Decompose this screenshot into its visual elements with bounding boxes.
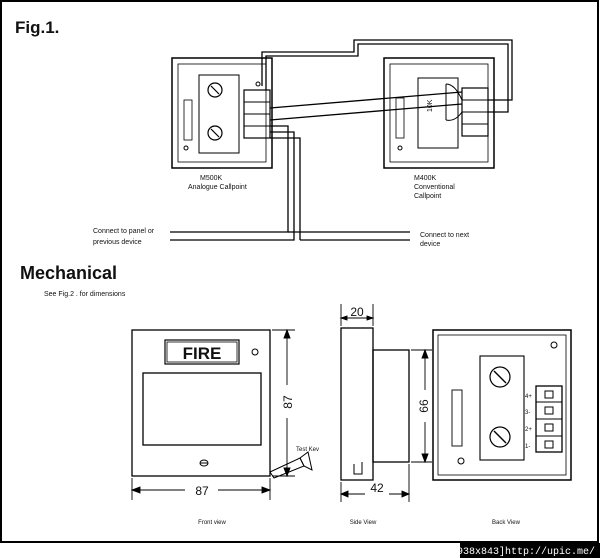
front-view-caption: Front view (198, 520, 226, 526)
watermark-text: [938x843]http://upic.me/ (451, 546, 595, 558)
fire-sign: FIRE (183, 344, 222, 363)
m400k-label-model: M400K (414, 175, 437, 182)
terminal-label-4: 4+ (525, 394, 532, 400)
terminal-label-2: 2+ (525, 427, 532, 433)
rotary-switch-icon (489, 366, 511, 388)
connect-left-line1: Connect to panel or (93, 228, 155, 235)
front-height-value: 87 (281, 395, 295, 409)
side-top-dimension (339, 304, 375, 326)
connect-right-line2: device (420, 241, 440, 248)
side-view (340, 327, 410, 481)
side-height-value: 66 (417, 399, 431, 413)
front-width-value: 87 (195, 484, 209, 498)
resistor-label: 10K (427, 99, 434, 112)
m500k-label-type: Analogue Callpoint (188, 184, 247, 191)
terminal-label-1: 1- (525, 444, 530, 450)
back-view (432, 329, 572, 481)
see-note: See Fig.2 . for dimensions (44, 291, 126, 298)
side-height-dimension (411, 348, 432, 464)
m500k-label-model: M500K (200, 175, 223, 182)
m400k-label-callpoint: Callpoint (414, 193, 441, 200)
m500k-callpoint (171, 57, 273, 169)
fig-title: Fig.1. (15, 18, 59, 37)
side-bottom-dimension (339, 464, 411, 502)
front-height-dimension (272, 328, 295, 478)
rotary-switch-icon (207, 82, 223, 98)
m400k-label-type: Conventional (414, 184, 455, 191)
front-width-dimension (130, 478, 272, 500)
m400k-callpoint (383, 57, 495, 169)
rotary-switch-icon (207, 125, 223, 141)
test-key-label: Test Kev (296, 447, 319, 453)
glass-panel (142, 372, 262, 446)
back-view-caption: Back View (492, 520, 521, 526)
side-bottom-value: 42 (370, 481, 384, 495)
side-top-value: 20 (350, 305, 364, 319)
rotary-switch-icon (489, 426, 511, 448)
wiring (170, 39, 513, 241)
terminal-label-3: 3- (525, 410, 530, 416)
connect-right-line1: Connect to next (420, 232, 469, 239)
watermark-bar (460, 543, 600, 558)
front-view (131, 329, 271, 477)
led-icon (251, 348, 259, 356)
page-border (0, 0, 599, 543)
side-view-caption: Side View (350, 520, 377, 526)
mechanical-title: Mechanical (20, 263, 117, 283)
connect-left-line2: previous device (93, 239, 142, 246)
test-key-icon (269, 451, 313, 479)
